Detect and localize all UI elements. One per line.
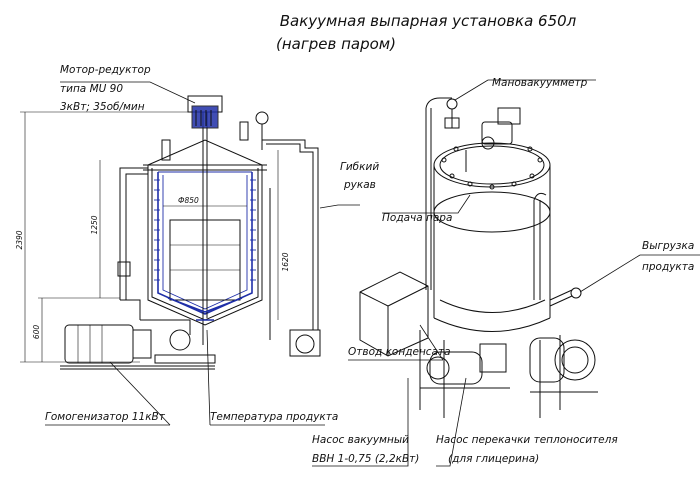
dim-1250: 1250 (90, 215, 99, 234)
isometric-view (359, 97, 598, 418)
homogenizer-label: Гомогенизатор 11кВт (45, 411, 166, 423)
unload-label-2: продукта (642, 261, 694, 273)
dim-1620: 1620 (281, 252, 290, 271)
motor-label-1: Мотор-редуктор (60, 64, 151, 76)
steam-supply-label: Подача пара (382, 212, 452, 224)
motor-label-3: 3кВт; 35об/мин (60, 101, 145, 113)
manovacuummeter-label: Мановакуумметр (492, 77, 588, 89)
flexible-hose-label-1: Гибкий (340, 161, 379, 173)
title-line-1: Вакуумная выпарная установка 650л (280, 12, 577, 30)
section-view: 2390 600 1250 1620 (15, 95, 321, 370)
flexible-hose-label-2: рукав (343, 179, 376, 191)
title-line-2: (нагрев паром) (276, 35, 396, 53)
condensate-label: Отвод конденсата (348, 346, 451, 358)
dim-600: 600 (32, 325, 41, 340)
vacuum-pump-label-2: ВВН 1-0,75 (2,2кВт) (312, 453, 419, 465)
motor-label-2: типа MU 90 (60, 83, 123, 95)
product-temp-label: Температура продукта (210, 411, 338, 423)
unload-label-1: Выгрузка (642, 240, 694, 252)
heat-pump-label-2: (для глицерина) (448, 453, 539, 465)
vacuum-pump-label-1: Насос вакуумный (312, 434, 409, 446)
dim-diameter: Ф850 (178, 196, 199, 205)
heat-pump-label-1: Насос перекачки теплоносителя (436, 434, 618, 446)
leader-lines (45, 79, 700, 467)
dim-2390: 2390 (15, 230, 24, 249)
